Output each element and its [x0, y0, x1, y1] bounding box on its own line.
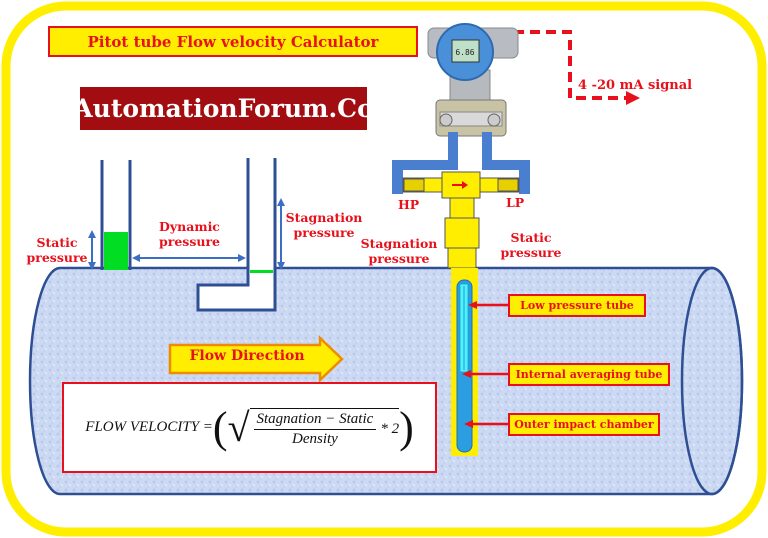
averaging-pitot-probe: [451, 268, 478, 456]
static-pressure-right-label: Static pressure: [500, 230, 562, 260]
formula-lhs: FLOW VELOCITY =: [85, 419, 213, 435]
callout-internal-averaging-tube: Internal averaging tube: [508, 363, 670, 386]
callout-arrows: [462, 301, 508, 428]
signal-label: 4 -20 mA signal: [578, 78, 693, 93]
signal-line: [498, 30, 628, 100]
radical-sign: √: [227, 404, 250, 450]
page-title: Pitot tube Flow velocity Calculator: [48, 26, 418, 57]
square-root: √ Stagnation − Static Density * 2: [227, 404, 400, 450]
right-paren: ): [399, 402, 414, 452]
callout-low-pressure-tube: Low pressure tube: [508, 294, 646, 317]
formula-denominator: Density: [292, 430, 338, 447]
stagnation-pressure-right-label: Stagnation pressure: [360, 236, 438, 266]
stagnation-pressure-left-label: Stagnation pressure: [285, 210, 363, 240]
dynamic-pressure-label: Dynamic pressure: [159, 219, 220, 249]
flow-direction-arrow: [168, 335, 344, 383]
stagnation-pressure-arrow: [277, 198, 285, 270]
brand-logo: AutomationForum.Co: [73, 87, 374, 130]
flow-velocity-formula: FLOW VELOCITY = ( √ Stagnation − Static …: [62, 382, 437, 473]
static-manometer: [100, 160, 132, 270]
left-paren: (: [212, 402, 228, 452]
static-pressure-left-label: Static pressure: [26, 235, 88, 265]
formula-fraction: Stagnation − Static Density: [253, 411, 377, 448]
signal-arrowhead: [626, 91, 640, 105]
pressure-transmitter: 6.86: [427, 23, 519, 137]
static-pressure-arrow: [88, 230, 96, 270]
hp-label: HP: [398, 197, 420, 212]
stagnation-manometer: [196, 158, 277, 312]
dynamic-pressure-arrow: [132, 254, 246, 262]
callout-outer-impact-chamber: Outer impact chamber: [508, 413, 660, 436]
formula-multiplier: * 2: [380, 420, 400, 437]
flow-direction-label: Flow Direction: [189, 348, 305, 364]
transmitter-display: 6.86: [455, 48, 474, 57]
lp-label: LP: [506, 195, 525, 210]
formula-numerator: Stagnation − Static: [253, 411, 377, 430]
